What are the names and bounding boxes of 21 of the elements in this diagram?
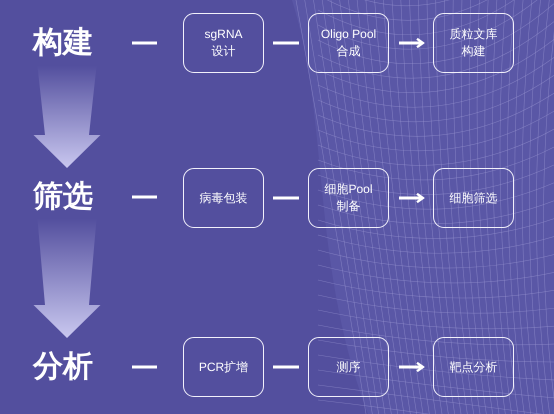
connector-line [273,42,299,44]
process-box: 靶点分析 [433,337,514,397]
connector-line [132,196,157,198]
stage-label: 构建 [31,26,95,60]
stage-label: 筛选 [31,180,95,214]
connector-line [273,196,299,200]
connector-line [273,366,299,368]
arrow [399,38,424,48]
process-box: Oligo Pool合成 [308,13,389,73]
connector-line [132,42,157,44]
process-box: 病毒包装 [183,168,264,228]
process-box: sgRNA设计 [183,13,264,73]
process-box: 测序 [308,337,389,397]
arrow [399,362,424,372]
process-box: 细胞筛选 [433,168,514,228]
stage-label: 分析 [31,350,95,384]
connector-line [132,366,157,368]
process-box: 质粒文库构建 [433,13,514,73]
process-box: 细胞Pool制备 [308,168,389,228]
arrow [399,192,424,204]
process-box: PCR扩增 [183,337,264,397]
